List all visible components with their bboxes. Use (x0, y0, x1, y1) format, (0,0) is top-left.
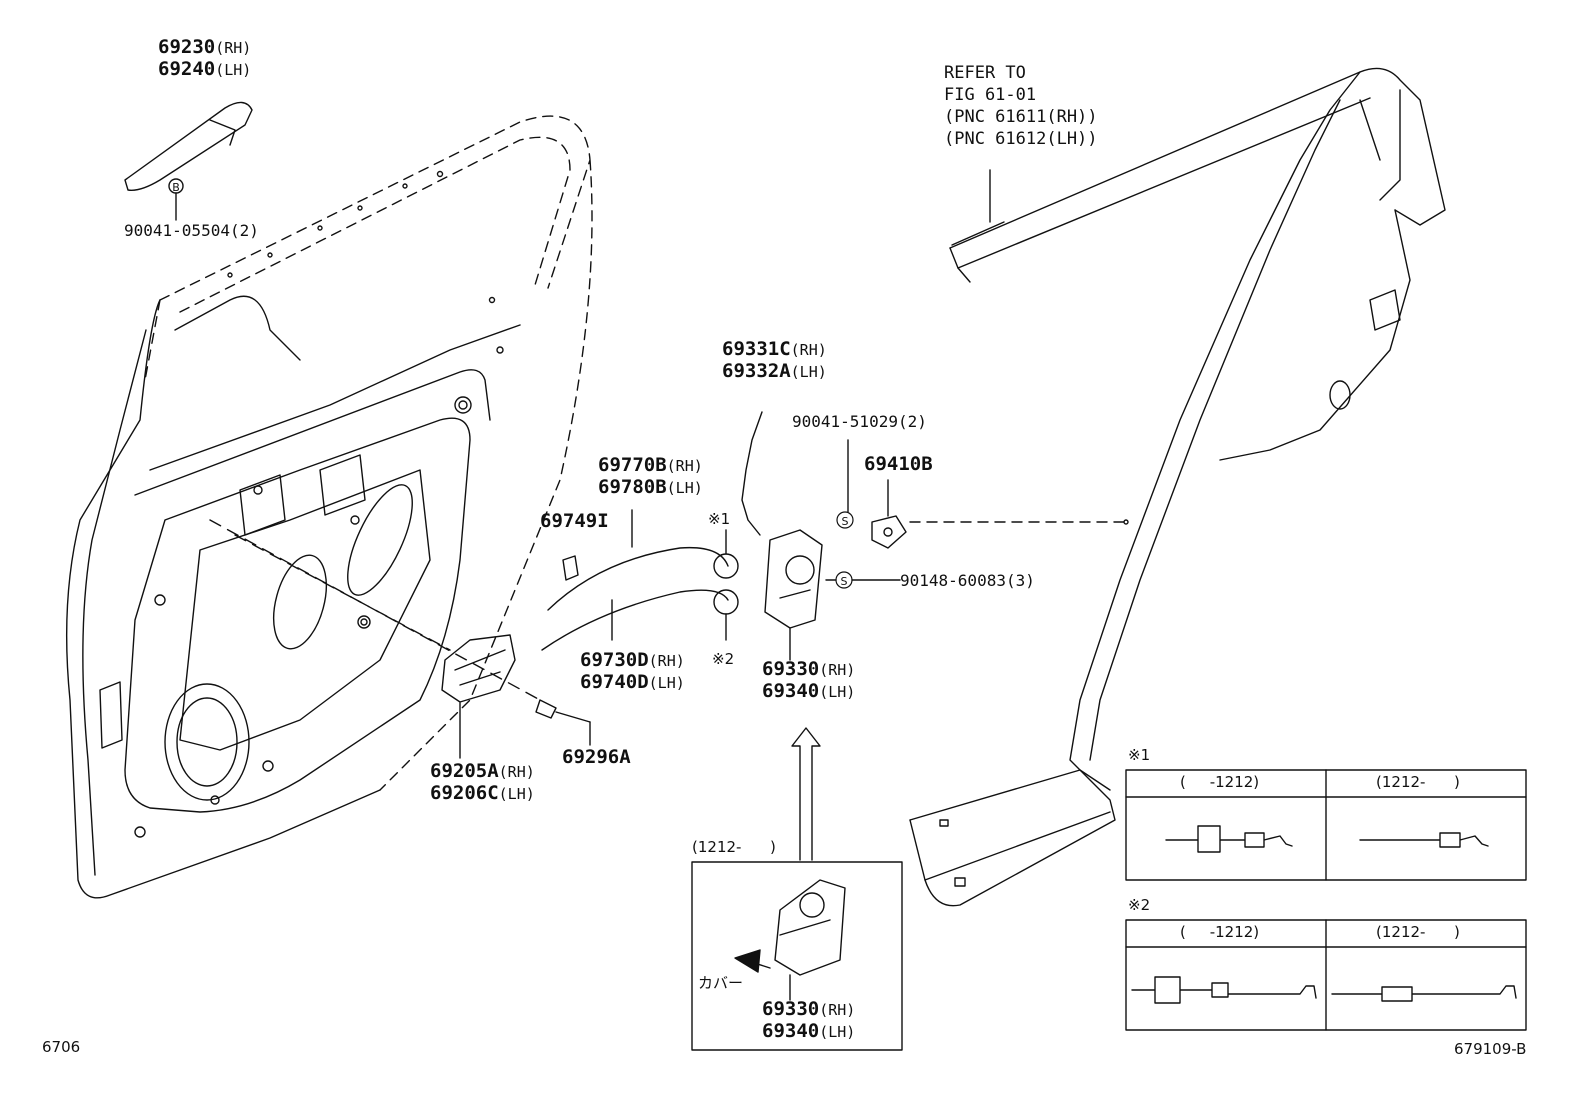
inner-handle-rh-label: 69205A(RH) (430, 760, 535, 782)
lock-cables (541, 509, 739, 651)
s-mark-circle-2 (835, 571, 853, 589)
striker-screw-label: 90041-51029(2) (792, 412, 927, 431)
cable-clip (562, 555, 579, 581)
lock-rod-rh-label: 69331C(RH) (722, 338, 827, 360)
door-lock-rh-label: 69330(RH) (762, 658, 856, 680)
cable-outer-rh-label: 69770B(RH) (598, 454, 703, 476)
note2-mark-label: ※2 (712, 650, 735, 668)
note-table-2 (1125, 919, 1527, 1031)
inner-door-handle (441, 634, 516, 759)
table1-col2-header: (1212- ) (1376, 773, 1460, 791)
inner-handle-lh-label: 69206C(LH) (430, 782, 535, 804)
cable-outer-lh-label: 69780B(LH) (598, 476, 703, 498)
handle-screw-label: 90041-05504(2) (124, 221, 259, 240)
inset-cover-label: カバー (698, 974, 744, 992)
table2-mark: ※2 (1128, 896, 1151, 914)
s-mark-1: S (842, 515, 849, 528)
clip-label: 69749I (540, 510, 609, 532)
cable-inner-rh-label: 69730D(RH) (580, 649, 685, 671)
figure-id: 679109-B (1454, 1040, 1527, 1058)
door-lock-assembly (764, 529, 823, 661)
outer-handle-rh-label: 69230(RH) (158, 36, 252, 58)
door-panel-outline (65, 115, 593, 899)
outer-handle-lh-label: 69240(LH) (158, 58, 252, 80)
striker-label: 69410B (864, 453, 933, 475)
table2-col2-header: (1212- ) (1376, 923, 1460, 941)
page-code: 6706 (42, 1038, 81, 1056)
table1-col1-header: ( -1212) (1180, 773, 1260, 791)
inset-range-label: (1212- ) (692, 838, 776, 856)
lock-rod (741, 411, 763, 536)
cable-inner-lh-label: 69740D(LH) (580, 671, 685, 693)
note-table-1 (1125, 769, 1527, 881)
inset-lock-lh-label: 69340(LH) (762, 1020, 856, 1042)
refer-note-line-3: (PNC 61611(RH)) (944, 107, 1098, 127)
inset-box (691, 861, 903, 1051)
s-mark-circle-1 (836, 511, 854, 529)
inset-callout-arrow (791, 727, 821, 861)
door-striker (871, 479, 1129, 549)
refer-note-line-2: FIG 61-01 (944, 85, 1037, 105)
note1-mark-label: ※1 (708, 510, 731, 528)
table2-col1-header: ( -1212) (1180, 923, 1260, 941)
lock-rod-lh-label: 69332A(LH) (722, 360, 827, 382)
door-lock-lh-label: 69340(LH) (762, 680, 856, 702)
lock-screw-label: 90148-60083(3) (900, 571, 1035, 590)
refer-note-line-4: (PNC 61612(LH)) (944, 129, 1098, 149)
outer-door-handle (124, 101, 253, 221)
bezel-screw (535, 699, 591, 746)
inset-lock-rh-label: 69330(RH) (762, 998, 856, 1020)
body-side-panel (909, 67, 1446, 907)
b-mark: B (172, 181, 180, 194)
s-mark-2: S (841, 575, 848, 588)
refer-note-line-1: REFER TO (944, 63, 1026, 83)
bezel-screw-label: 69296A (562, 746, 631, 768)
table1-mark: ※1 (1128, 746, 1151, 764)
